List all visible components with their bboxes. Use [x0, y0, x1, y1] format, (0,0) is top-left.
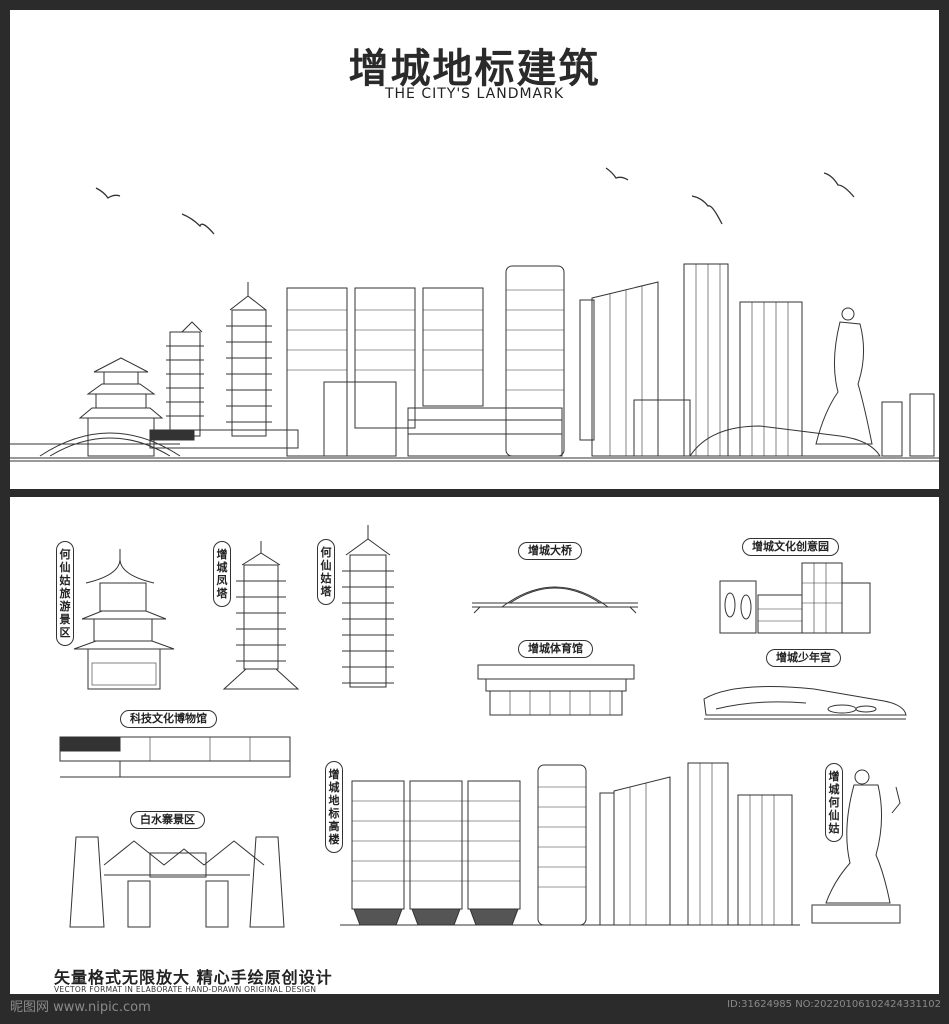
pagoda-left	[166, 321, 204, 437]
watermark-left: 昵图网 www.nipic.com	[10, 1000, 151, 1015]
pagoda-right	[226, 282, 272, 437]
statue	[815, 307, 873, 445]
bridge-drawing	[472, 586, 638, 614]
baishui-gate-drawing	[69, 836, 285, 928]
scenic-pavilion	[73, 549, 175, 690]
label-fengta: 增城凤塔	[213, 541, 231, 607]
culture-park-drawing	[719, 562, 871, 634]
label-statue: 增城何仙姑	[825, 763, 843, 842]
hexiangu-pagoda	[342, 525, 394, 688]
gym-drawing	[477, 664, 635, 716]
highrise-drawing	[340, 762, 800, 926]
watermark-right: ID:31624985 NO:20220106102424331102	[727, 999, 941, 1010]
statue-drawing	[811, 769, 901, 924]
skyline-panel: 增城地标建筑 THE CITY'S LANDMARK	[10, 10, 939, 489]
landmark-catalog-panel: 何仙姑旅游景区 增城凤塔 何仙姑塔 增城大桥 增城文化创意园 增城体育馆 增城少…	[10, 497, 939, 994]
footer-english: VECTOR FORMAT IN ELABORATE HAND-DRAWN OR…	[54, 985, 317, 994]
page-subtitle: THE CITY'S LANDMARK	[384, 86, 565, 102]
label-youth-palace: 增城少年宫	[766, 649, 841, 667]
label-culture-park: 增城文化创意园	[742, 538, 839, 556]
footer-slogan: 矢量格式无限放大 精心手绘原创设计	[54, 968, 333, 987]
label-hexiangu-scenic: 何仙姑旅游景区	[56, 541, 74, 646]
fengta-pagoda	[222, 541, 300, 690]
youth-palace-drawing	[703, 686, 907, 720]
label-baishui: 白水寨景区	[130, 811, 205, 829]
skyline-illustration	[10, 167, 939, 462]
label-gym: 增城体育馆	[518, 640, 593, 658]
museum-drawing	[59, 736, 291, 778]
label-highrise: 增城地标高楼	[325, 761, 343, 853]
label-bridge: 增城大桥	[518, 542, 582, 560]
label-museum: 科技文化博物馆	[120, 710, 217, 728]
page-title: 增城地标建筑	[348, 46, 601, 92]
pavilion	[78, 357, 164, 457]
label-hexiangu-tower: 何仙姑塔	[317, 539, 335, 605]
birds	[95, 167, 855, 235]
landmark-illustrations	[59, 525, 907, 928]
